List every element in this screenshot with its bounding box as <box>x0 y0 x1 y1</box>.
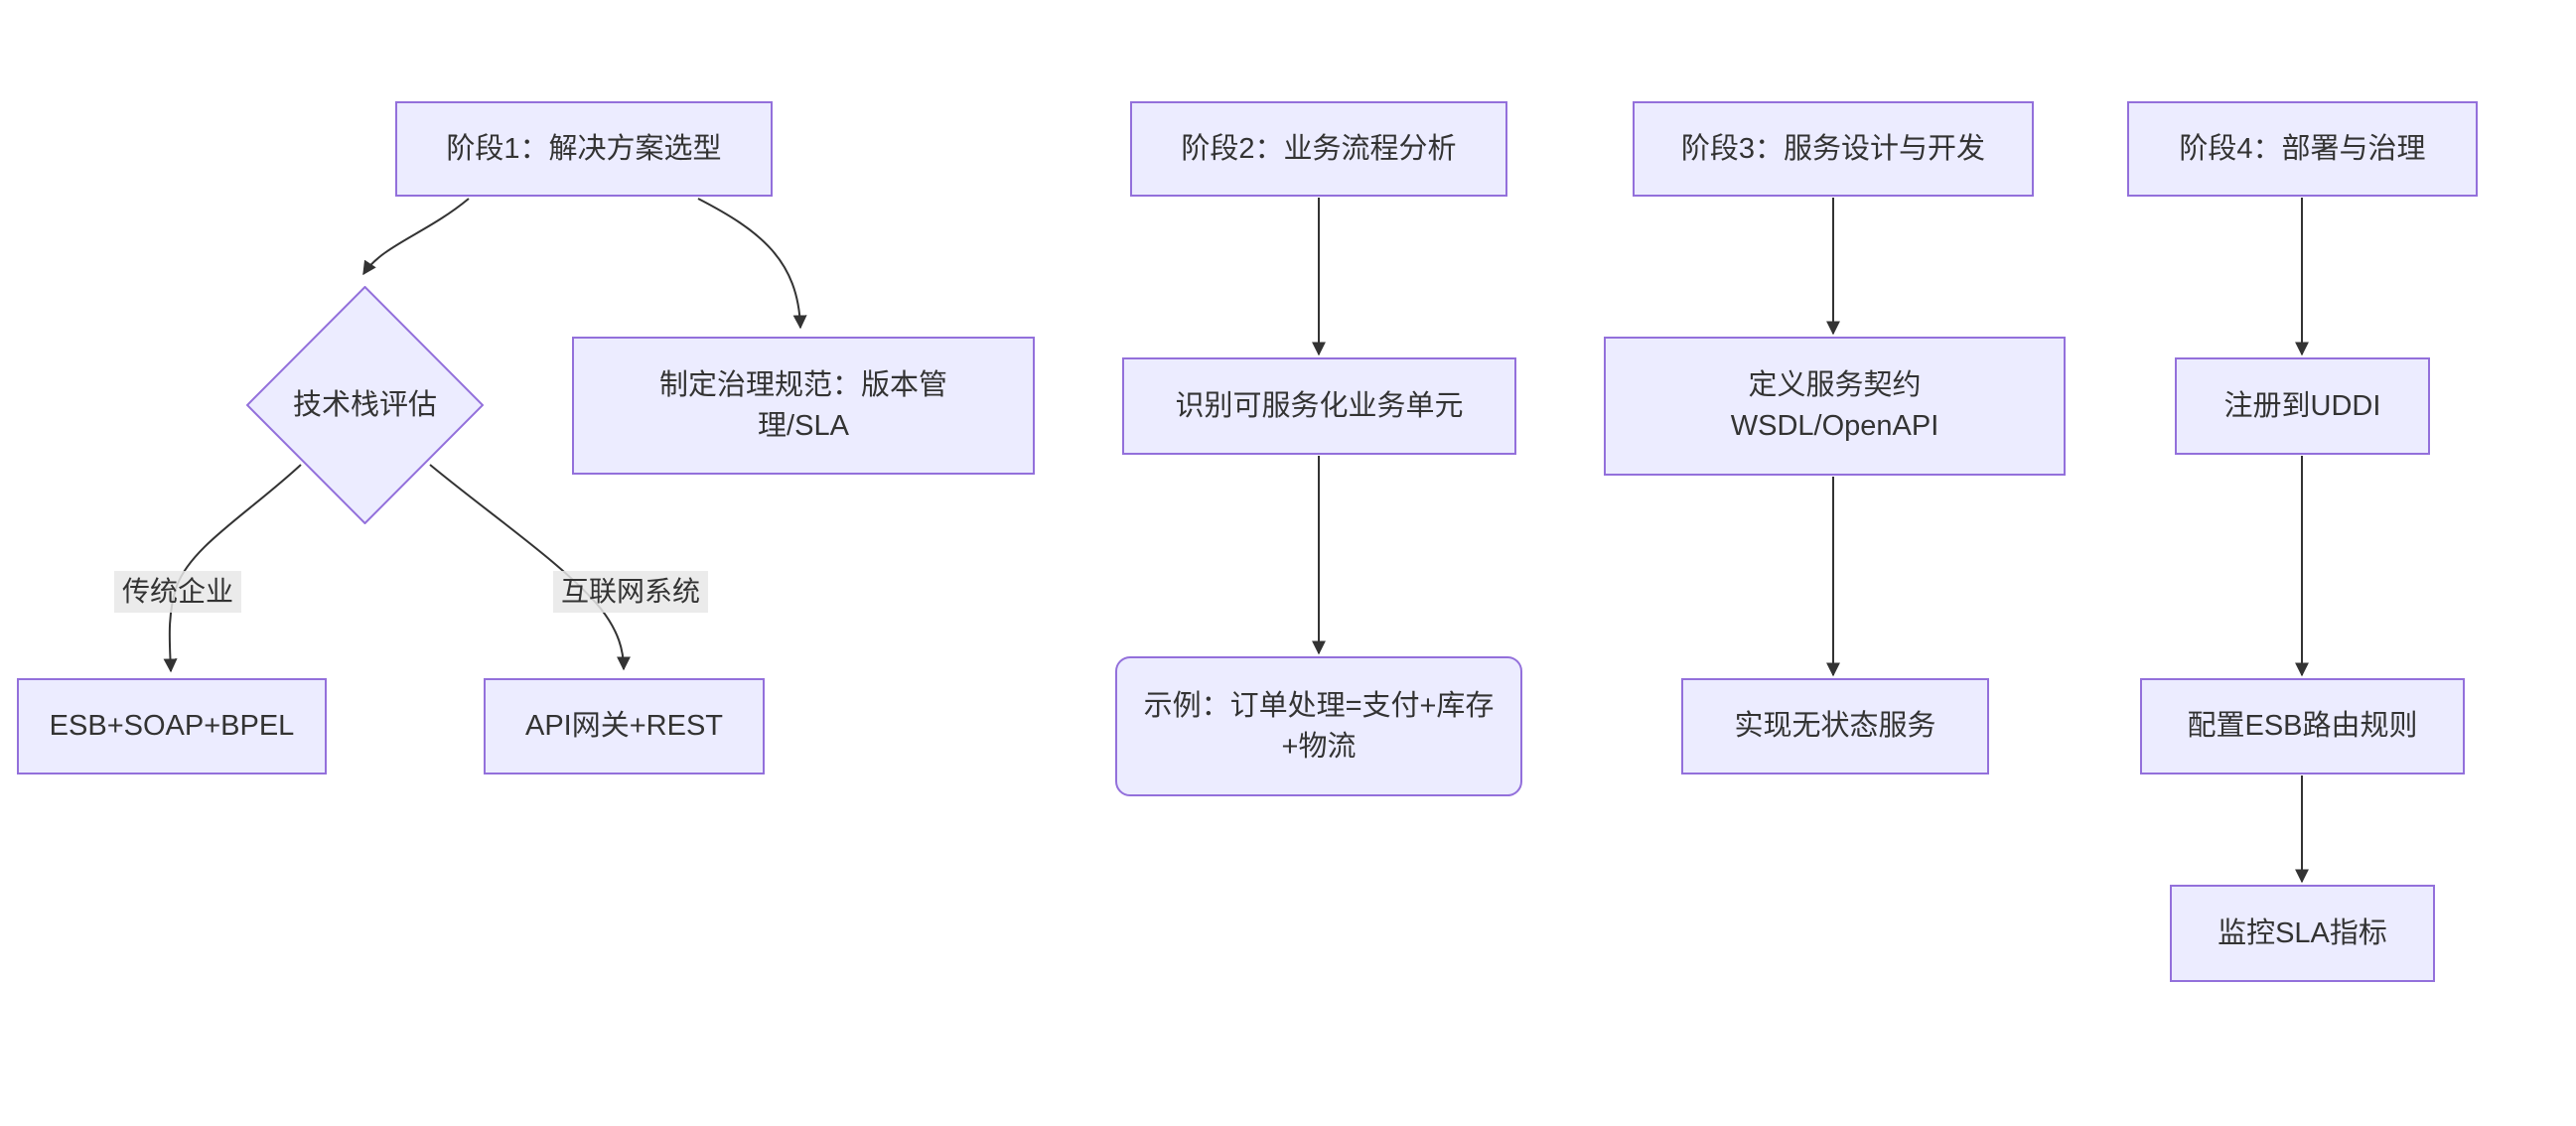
edge-phase1-to-governance <box>697 198 807 330</box>
node-label: 配置ESB路由规则 <box>2187 710 2418 743</box>
edge-label-traditional-enterprise: 传统企业 <box>114 571 242 613</box>
node-label: 定义服务契约 WSDL/OpenAPI <box>1730 369 1939 442</box>
node-esb-soap-bpel: ESB+SOAP+BPEL <box>17 678 327 774</box>
edge-label-internet-system: 互联网系统 <box>553 571 709 613</box>
node-label: ESB+SOAP+BPEL <box>49 710 295 743</box>
node-label: 示例：订单处理=支付+库存 +物流 <box>1143 689 1495 763</box>
node-label: API网关+REST <box>524 710 724 743</box>
edge-phase1-to-techeval <box>362 198 470 276</box>
node-label: 注册到UDDI <box>2223 389 2381 422</box>
node-governance-spec: 制定治理规范：版本管 理/SLA <box>572 337 1035 475</box>
node-register-uddi: 注册到UDDI <box>2175 357 2430 455</box>
node-api-gateway-rest: API网关+REST <box>484 678 765 774</box>
node-phase3-service-design-dev: 阶段3：服务设计与开发 <box>1633 101 2034 197</box>
node-tech-stack-decision: 技术栈评估 <box>246 286 484 524</box>
node-label: 实现无状态服务 <box>1734 710 1936 743</box>
node-label: 制定治理规范：版本管 理/SLA <box>658 368 947 442</box>
node-define-service-contract: 定义服务契约 WSDL/OpenAPI <box>1604 337 2066 476</box>
node-monitor-sla: 监控SLA指标 <box>2170 885 2435 982</box>
node-identify-service-units: 识别可服务化业务单元 <box>1122 357 1516 455</box>
diamond-shape <box>246 286 484 524</box>
node-stateless-service: 实现无状态服务 <box>1681 678 1989 774</box>
node-order-processing-example: 示例：订单处理=支付+库存 +物流 <box>1115 656 1522 796</box>
node-label: 技术栈评估 <box>292 388 437 421</box>
node-phase2-business-process-analysis: 阶段2：业务流程分析 <box>1130 101 1507 197</box>
node-label: 阶段2：业务流程分析 <box>1181 132 1457 165</box>
node-label: 阶段1：解决方案选型 <box>446 132 722 165</box>
node-label: 阶段4：部署与治理 <box>2179 132 2426 165</box>
node-label: 识别可服务化业务单元 <box>1175 389 1464 422</box>
node-phase1-solution-selection: 阶段1：解决方案选型 <box>395 101 773 197</box>
node-label: 监控SLA指标 <box>2218 916 2387 949</box>
node-phase4-deploy-governance: 阶段4：部署与治理 <box>2127 101 2478 197</box>
node-label: 阶段3：服务设计与开发 <box>1680 132 1986 165</box>
node-esb-routing-rules: 配置ESB路由规则 <box>2140 678 2465 774</box>
